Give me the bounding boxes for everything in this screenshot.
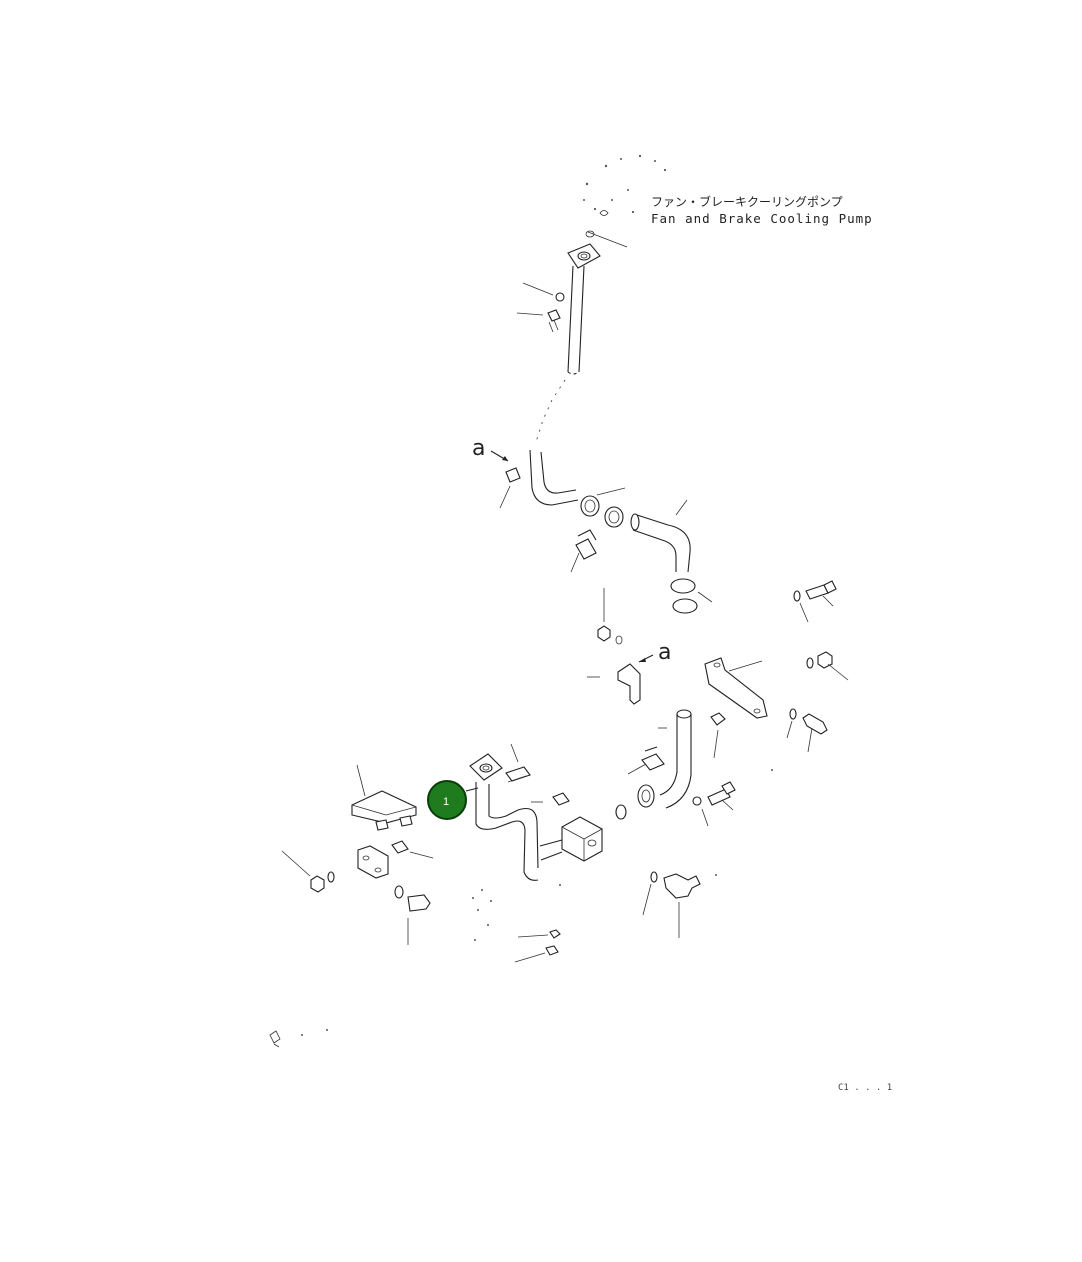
elbow-hose-right xyxy=(630,499,691,573)
left-bracket xyxy=(351,764,417,831)
junction-block xyxy=(539,816,603,862)
pump-outline xyxy=(583,154,667,216)
vertical-hose-right xyxy=(637,709,692,809)
clamp-plate xyxy=(357,845,389,879)
small-bracket xyxy=(587,663,641,705)
drawing-ref: C1 . . . 1 xyxy=(838,1083,892,1093)
corner-mark xyxy=(269,1030,281,1048)
svg-text:a: a xyxy=(472,436,485,461)
bushing xyxy=(391,840,409,854)
callout-marker-1[interactable]: 1 xyxy=(427,780,467,820)
elbow-clamps xyxy=(670,578,713,614)
u-bolt-lower xyxy=(627,746,665,775)
bottom-clamps xyxy=(514,929,561,963)
view-a-marker-upper: a xyxy=(472,436,509,462)
o-ring xyxy=(615,804,627,820)
right-lower-bolt xyxy=(692,781,736,827)
small-clip xyxy=(710,712,726,726)
pump-label-jp: ファン・ブレーキクーリングポンプ xyxy=(651,194,843,209)
dust-marks xyxy=(301,769,773,1036)
elbow-fitting xyxy=(642,871,701,938)
upper-tube xyxy=(567,265,585,375)
main-hose-flange xyxy=(469,753,539,881)
left-nut-washer xyxy=(281,850,335,893)
right-bolts xyxy=(786,580,849,753)
view-a-marker-middle: a xyxy=(638,640,671,665)
pump-label-en: Fan and Brake Cooling Pump xyxy=(651,211,873,226)
lower-bolt-left xyxy=(394,885,431,945)
upper-washer-bolt xyxy=(516,282,565,333)
right-bracket xyxy=(704,657,768,719)
upper-flange xyxy=(567,230,628,269)
u-hose-upper xyxy=(529,449,579,506)
callout-number: 1 xyxy=(443,796,449,808)
u-bolt-middle xyxy=(570,529,597,573)
hose-clamps xyxy=(580,487,626,528)
svg-text:a: a xyxy=(658,640,671,665)
clip xyxy=(505,467,521,483)
u-bolt-flange xyxy=(505,743,531,783)
small-bolt xyxy=(531,792,570,806)
mid-nut xyxy=(597,588,623,645)
